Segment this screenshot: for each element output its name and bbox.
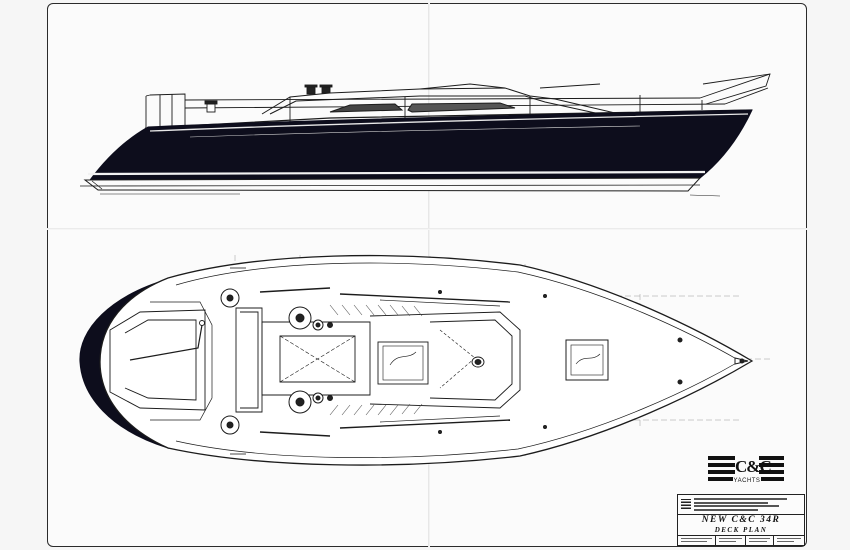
- winches: [220, 288, 333, 435]
- title-block-scale: [746, 536, 774, 545]
- cabin-top: [369, 311, 521, 409]
- drawing-title: NEW C&C 34R: [701, 515, 781, 525]
- title-block-info: [678, 495, 804, 515]
- deck-hatching: [329, 304, 423, 416]
- deck-fittings: [204, 84, 333, 113]
- hull-stripe-mid: [189, 125, 641, 138]
- logo-wordmark: C&C: [735, 456, 772, 478]
- title-block-date: [678, 536, 716, 545]
- hull-stripe-upper: [149, 113, 749, 132]
- deck-plan-view: [79, 254, 770, 466]
- boot-stripe: [87, 170, 706, 176]
- title-block: NEW C&C 34R DECK PLAN: [677, 494, 805, 546]
- title-block-drawn-by: [716, 536, 746, 545]
- coachroof: [261, 83, 616, 115]
- cockpit: [235, 307, 429, 413]
- title-block-fine-print: [694, 498, 800, 512]
- cleats: [230, 267, 548, 455]
- tracks: [259, 287, 511, 437]
- bottom-paint: [83, 177, 702, 192]
- paper-fold-horizontal: [47, 228, 807, 230]
- hull-topsides: [88, 109, 753, 181]
- helm-area: [109, 301, 213, 421]
- waterline: [79, 184, 701, 187]
- bow-fitting: [734, 357, 749, 365]
- logo-subtitle: YACHTS: [733, 477, 761, 485]
- profile-view: [79, 73, 771, 197]
- title-block-number: [774, 536, 804, 545]
- title-block-logo: [681, 499, 691, 509]
- title-block-details: [678, 536, 804, 545]
- forehatch: [565, 339, 609, 381]
- drawing-subtitle: DECK PLAN: [678, 526, 804, 536]
- cc-yachts-logo: C&C YACHTS: [708, 455, 784, 485]
